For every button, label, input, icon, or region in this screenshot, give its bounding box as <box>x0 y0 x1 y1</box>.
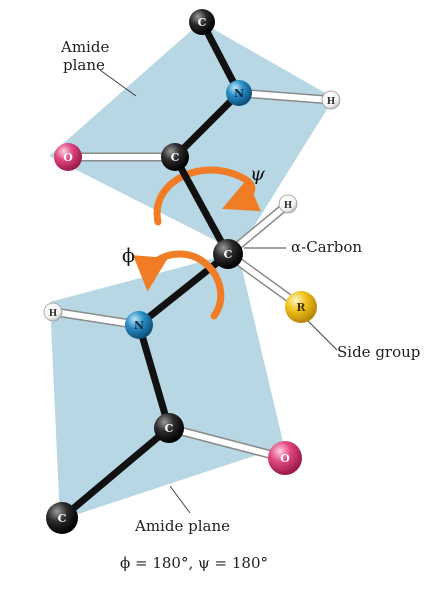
phi-symbol: ϕ <box>122 245 135 267</box>
leader-lines <box>99 69 338 514</box>
atom-c-bottom: C <box>46 502 78 534</box>
svg-text:H: H <box>284 201 293 211</box>
psi-rotation-arrow-back <box>153 166 238 226</box>
svg-text:C: C <box>224 248 233 261</box>
atom-n-top: N <box>226 80 252 106</box>
label-amide-plane-top-line2: plane <box>63 56 105 74</box>
atom-n-bottom: N <box>125 311 153 339</box>
backbone-bonds <box>58 18 243 522</box>
atom-o-bottom: O <box>268 441 302 475</box>
svg-text:N: N <box>134 319 144 332</box>
atom-c-carbonyl-top: C <box>161 143 189 171</box>
phi-rotation-arrow <box>133 250 225 320</box>
label-side-group: Side group <box>337 343 420 361</box>
psi-symbol: ψ <box>250 163 266 185</box>
atom-c-carbonyl-bottom: C <box>154 413 184 443</box>
svg-text:C: C <box>165 422 174 435</box>
svg-text:R: R <box>296 301 306 314</box>
atom-c-top: C <box>189 9 215 35</box>
svg-text:C: C <box>58 512 67 525</box>
side-bonds <box>50 88 335 463</box>
svg-text:O: O <box>280 452 290 465</box>
svg-text:N: N <box>234 87 244 100</box>
label-amide-plane-top-line1: Amide <box>60 38 109 56</box>
angles-caption: ϕ = 180°, ψ = 180° <box>120 554 268 572</box>
atom-h-top: H <box>321 90 341 110</box>
label-alpha-carbon: α-Carbon <box>291 238 362 256</box>
svg-text:C: C <box>171 151 180 164</box>
atom-r-side-group: R <box>285 291 317 323</box>
atom-o-top: O <box>54 143 82 171</box>
atom-c-alpha: C <box>213 239 243 269</box>
psi-rotation-arrow-front <box>221 170 261 212</box>
svg-text:C: C <box>198 16 207 29</box>
atom-h-bottom: H <box>43 302 63 322</box>
label-amide-plane-bottom: Amide plane <box>134 517 230 535</box>
svg-text:H: H <box>327 97 336 107</box>
svg-text:O: O <box>63 151 73 164</box>
atom-h-alpha: H <box>278 194 298 214</box>
svg-text:H: H <box>49 309 58 319</box>
amide-plane-bottom <box>50 252 284 520</box>
